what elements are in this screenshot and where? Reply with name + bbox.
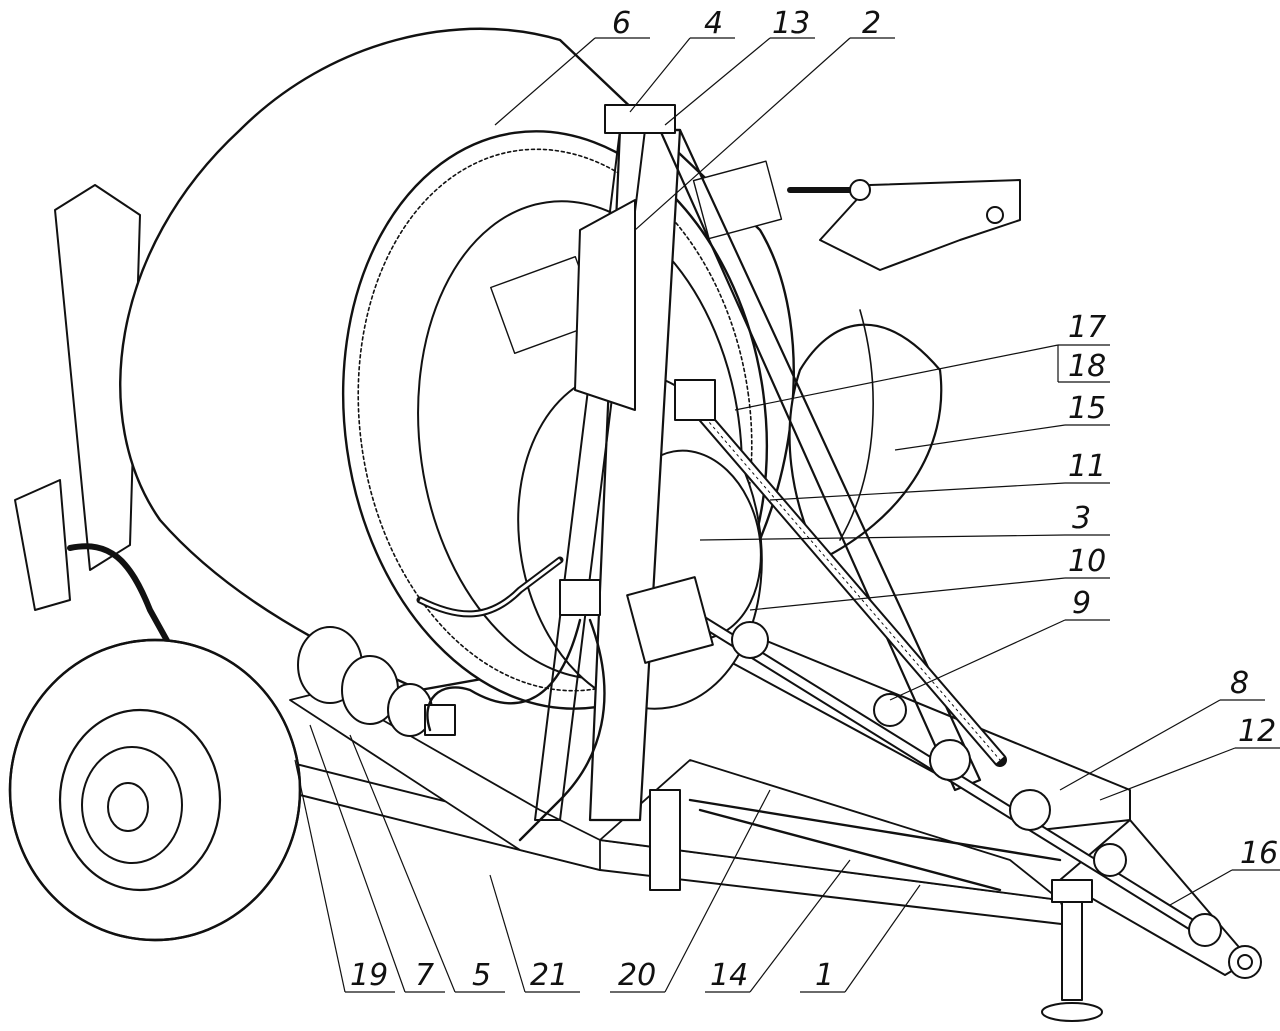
- lever-arm: [787, 179, 1021, 271]
- feed-hopper: [788, 309, 943, 562]
- callout-14: 14: [710, 958, 748, 993]
- callout-10: 10: [1068, 544, 1106, 579]
- callout-11: 11: [1068, 449, 1106, 484]
- a-frame-support: [534, 104, 982, 822]
- callout-20: 20: [618, 958, 656, 993]
- callout-3: 3: [1072, 501, 1091, 536]
- drive-shaft: [626, 576, 1222, 947]
- callout-2: 2: [862, 6, 881, 41]
- callout-16: 16: [1240, 836, 1278, 871]
- drum-vent-slots: [490, 160, 783, 354]
- callout-leaders: [294, 37, 1280, 993]
- callout-13: 13: [772, 6, 810, 41]
- callout-8: 8: [1230, 666, 1249, 701]
- callout-6: 6: [612, 6, 631, 41]
- callout-17: 17: [1068, 310, 1106, 345]
- callout-labels: 6 4 13 2 17 18 15 11 3 10 9 8 12 16 1 14…: [350, 6, 1278, 993]
- callout-12: 12: [1238, 714, 1276, 749]
- callout-7: 7: [415, 958, 434, 993]
- callout-9: 9: [1072, 586, 1091, 621]
- universal-joint: [731, 621, 1222, 947]
- callout-4: 4: [704, 6, 723, 41]
- callout-21: 21: [530, 958, 568, 993]
- drive-motor: [297, 556, 601, 737]
- callout-5: 5: [472, 958, 491, 993]
- control-cables: [426, 618, 1062, 892]
- hydraulic-rod: [674, 379, 1007, 767]
- callout-19: 19: [350, 958, 388, 993]
- wheel: [8, 638, 302, 942]
- callout-18: 18: [1068, 349, 1106, 384]
- callout-15: 15: [1068, 391, 1106, 426]
- callout-1: 1: [815, 958, 834, 993]
